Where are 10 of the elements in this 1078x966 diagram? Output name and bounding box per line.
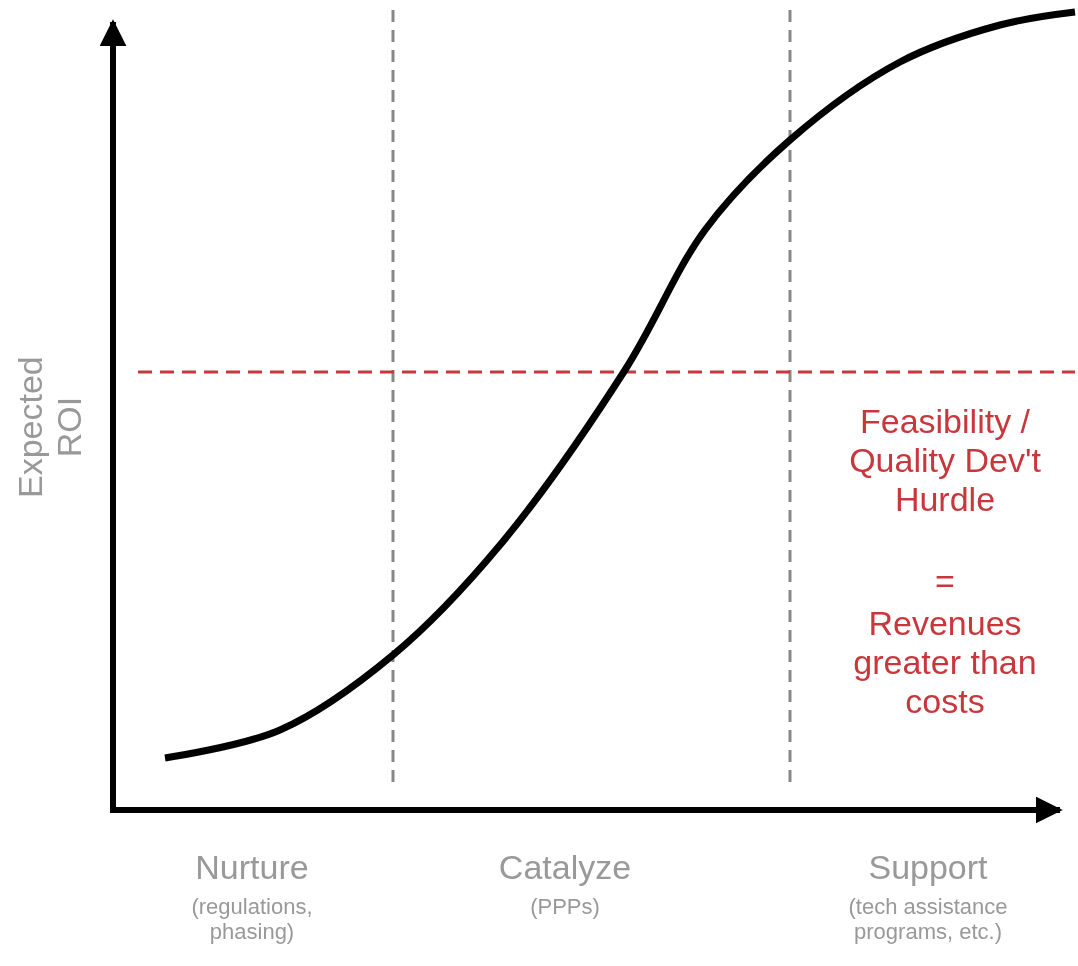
hurdle-note: Revenues greater than costs [852,604,1038,722]
phase-label: Nurture [194,848,310,888]
phase-description: (regulations, phasing) [190,894,314,945]
axis-title: Expected ROI [10,355,89,500]
hurdle-note: Feasibility / Quality Dev't Hurdle [848,402,1042,520]
phase-description: (PPPs) [529,894,601,920]
hurdle-note: = [934,562,956,602]
phase-label: Support [867,848,989,888]
phase-description: (tech assistance programs, etc.) [847,894,1009,945]
phase-label: Catalyze [497,848,633,888]
